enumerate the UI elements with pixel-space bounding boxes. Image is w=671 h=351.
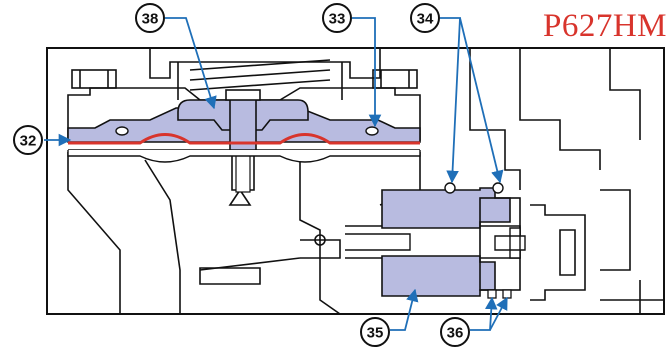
backup-ring-36-b: [502, 289, 512, 299]
svg-text:36: 36: [447, 325, 464, 342]
svg-text:32: 32: [20, 133, 37, 150]
diagram-frame: [46, 47, 665, 315]
o-ring-34-b: [492, 182, 504, 194]
stem-thread: [235, 151, 251, 193]
o-ring-34-a: [444, 182, 456, 194]
leader-lines: [44, 17, 508, 331]
svg-text:35: 35: [367, 325, 384, 342]
leader-35: [390, 288, 419, 331]
lower-diaphragm-case: [67, 150, 421, 163]
stem-rod: [345, 233, 411, 251]
o-ring-left: [115, 126, 129, 136]
svg-text:33: 33: [329, 11, 346, 28]
callout-34: 34: [410, 3, 440, 33]
svg-text:34: 34: [417, 11, 434, 28]
callout-32: 32: [13, 125, 43, 155]
callout-33: 33: [322, 3, 352, 33]
leader-33: [352, 17, 382, 128]
backup-ring-36-a: [487, 289, 497, 299]
diaphragm: [68, 133, 420, 145]
valve-disk: [494, 227, 526, 259]
callout-36: 36: [440, 317, 470, 347]
svg-text:38: 38: [142, 11, 159, 28]
model-number-title: P627HM: [542, 8, 667, 44]
valve-cartridge-lower: [381, 255, 496, 297]
leader-34-b: [459, 17, 504, 184]
o-ring-33: [365, 126, 379, 136]
callout-35: 35: [360, 317, 390, 347]
valve-cartridge-upper: [381, 187, 511, 229]
stem-nut: [225, 89, 261, 101]
leader-38: [165, 17, 217, 110]
leader-36-b: [489, 296, 508, 331]
callout-38: 38: [135, 3, 165, 33]
